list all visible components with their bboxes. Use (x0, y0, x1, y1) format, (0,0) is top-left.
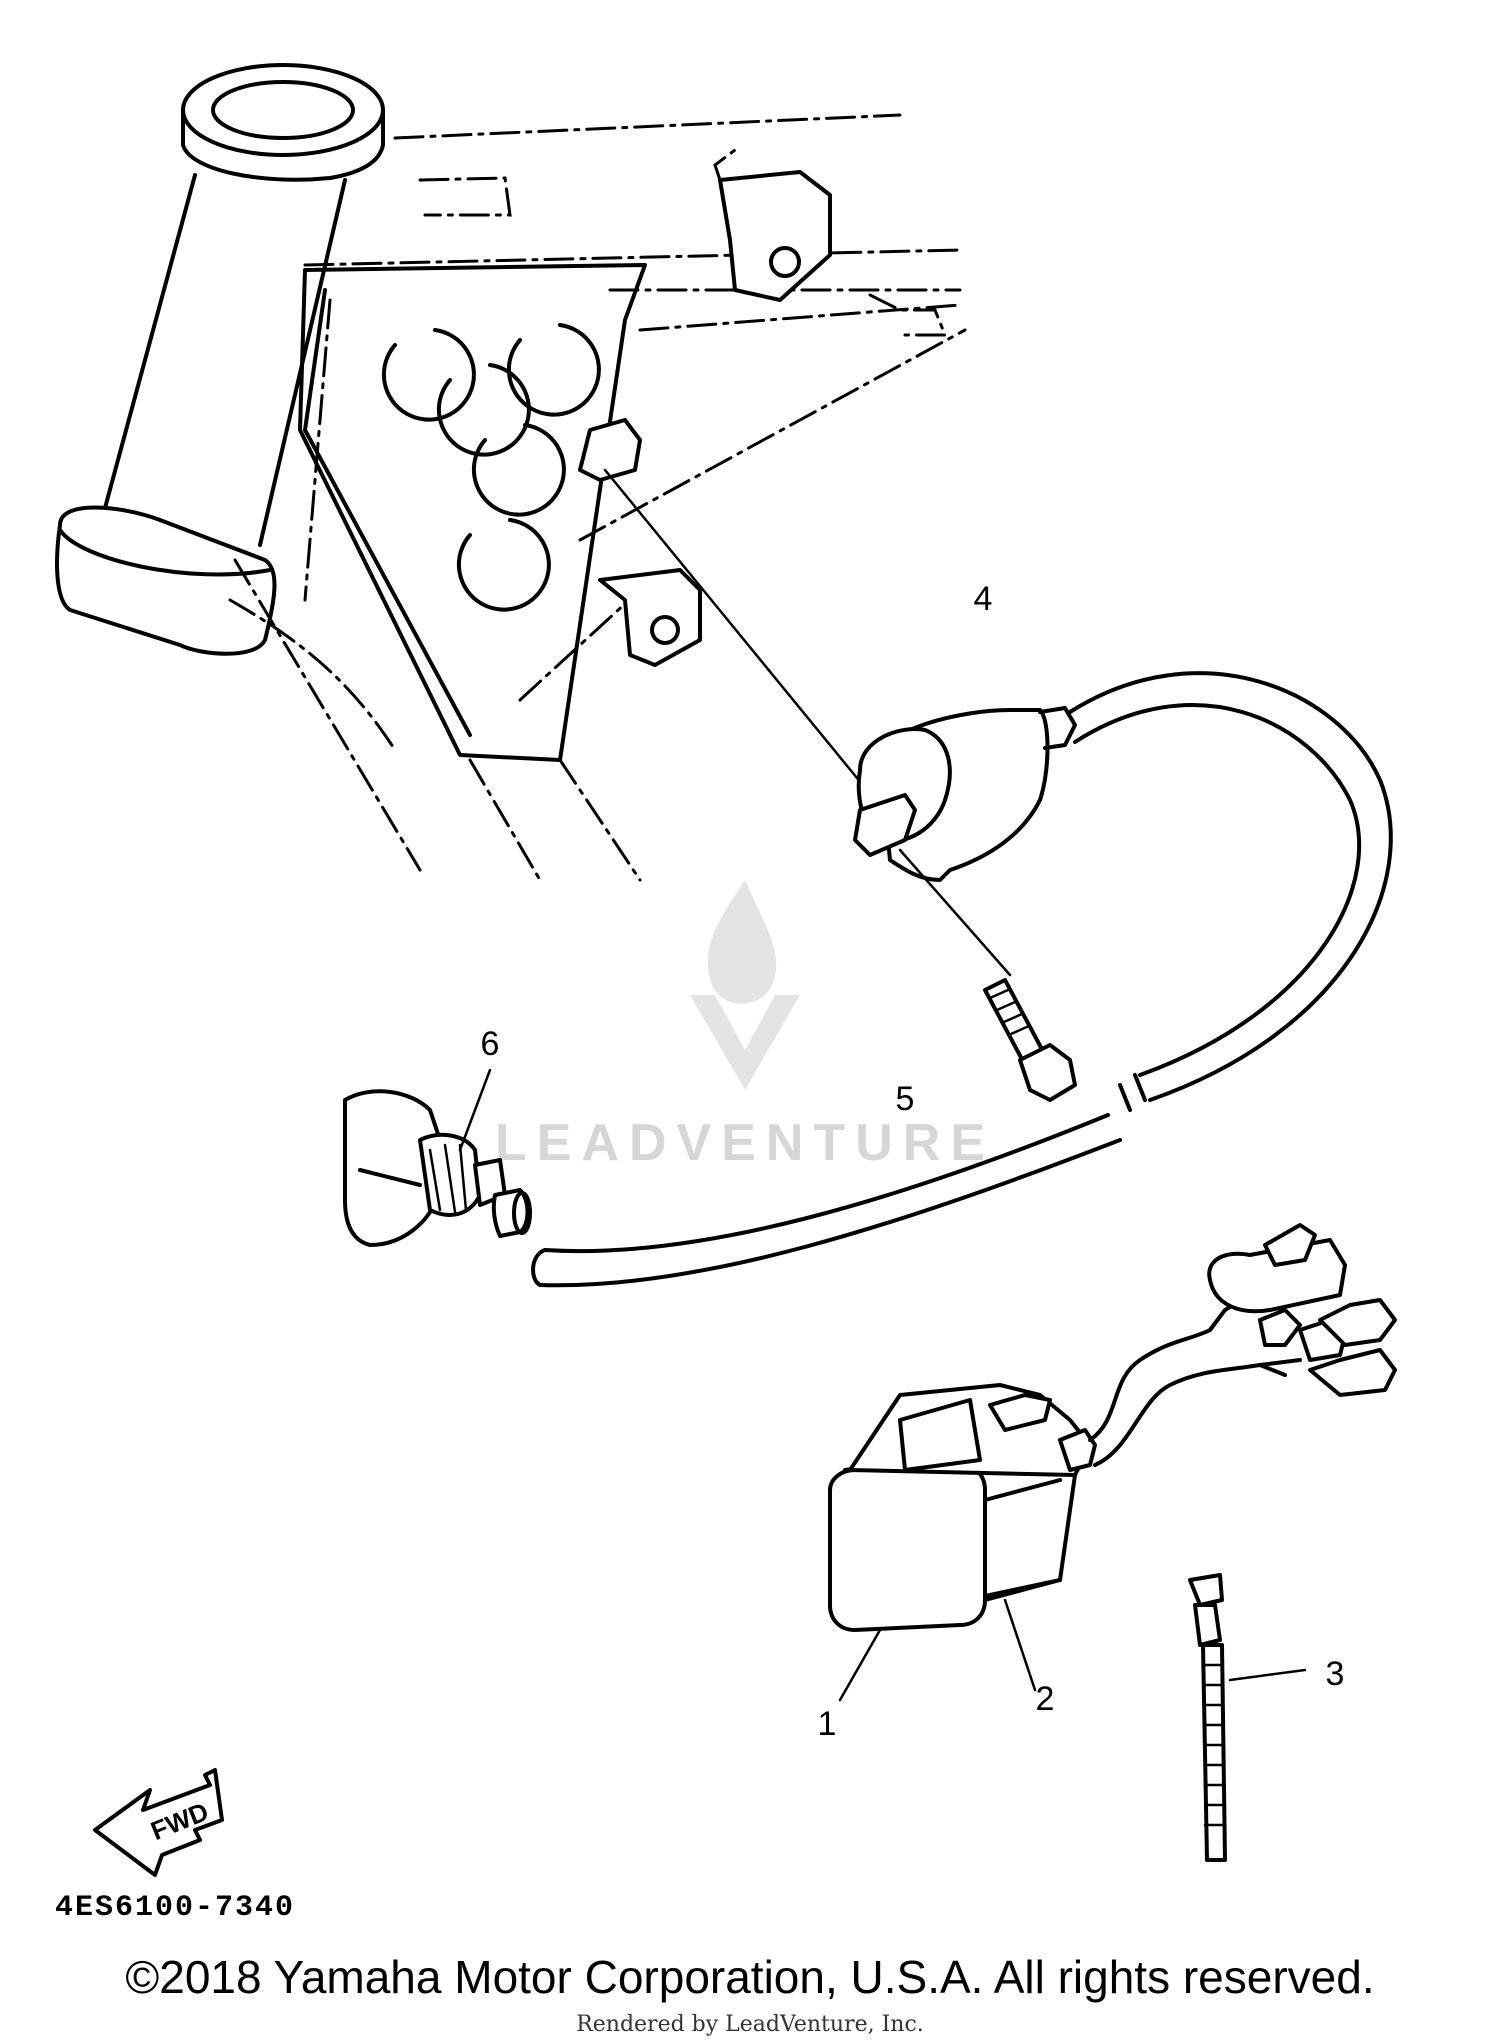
cap-leader-line (458, 1068, 492, 1152)
ht-lead (531, 1073, 1147, 1288)
bracket-leader-line (1003, 1598, 1037, 1692)
bolt (983, 978, 1077, 1102)
cable-tie (1188, 1573, 1227, 1862)
watermark-text: LEADVENTURE (495, 1114, 995, 1172)
cdi-leader-line (838, 1628, 882, 1702)
callout-2: 2 (1036, 1680, 1055, 1718)
fwd-arrow-icon: FWD (93, 1768, 224, 1877)
bolt-leader-line (898, 848, 1012, 977)
diagram-code: 4ES6100-7340 (55, 1891, 295, 1925)
cdi-unit (828, 1223, 1397, 1632)
mount-leader-line (603, 468, 877, 802)
frame (55, 63, 967, 882)
watermark: LEADVENTURE (495, 880, 995, 1172)
callout-1: 1 (818, 1705, 837, 1743)
callout-5: 5 (896, 1080, 915, 1118)
spark-plug-cap (343, 1089, 532, 1247)
ignition-coil (853, 671, 1393, 1102)
tie-leader-line (1228, 1668, 1307, 1682)
callout-6: 6 (481, 1025, 500, 1063)
callout-3: 3 (1326, 1655, 1345, 1693)
rendered-by-note: Rendered by LeadVenture, Inc. (576, 2012, 924, 2037)
callout-4: 4 (974, 580, 993, 618)
copyright-notice: ©2018 Yamaha Motor Corporation, U.S.A. A… (125, 1951, 1375, 2003)
